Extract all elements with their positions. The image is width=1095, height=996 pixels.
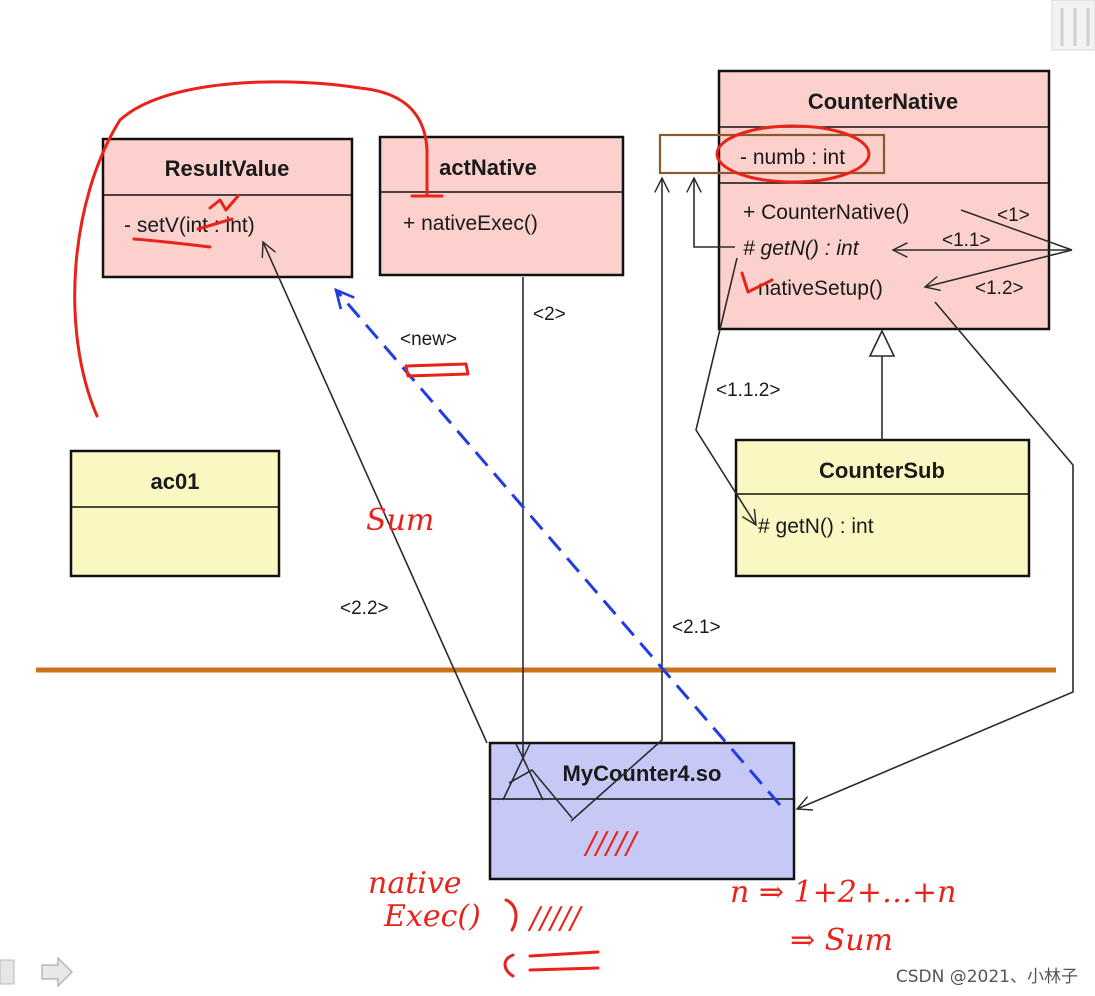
ink-bracket (503, 950, 600, 978)
ink-text-formula: n ⇒ 1+2+…+n (730, 875, 956, 910)
class-member: # getN() : int (758, 515, 874, 538)
label-1-1: <1.1> (942, 230, 991, 251)
dashed-dependency-arrow (336, 290, 782, 806)
label-2-1: <2.1> (672, 617, 721, 638)
ink-tick (208, 194, 240, 212)
class-method: + CounterNative() (743, 201, 909, 224)
ink-text-sum-2: ⇒ Sum (790, 923, 893, 958)
ink-annotations: Sum ///// native Exec() ///// n ⇒ 1+2+…+… (73, 80, 956, 978)
ink-text-exec: Exec() (383, 899, 481, 934)
class-act-native: actNative + nativeExec() (378, 135, 625, 277)
label-1-1-2: <1.1.2> (716, 380, 780, 401)
ink-curve (73, 80, 429, 418)
class-name: CounterNative (808, 89, 958, 114)
inheritance-arrow (868, 329, 896, 440)
class-name: MyCounter4.so (563, 761, 722, 786)
class-name: ResultValue (165, 156, 290, 181)
ink-strike (196, 217, 234, 231)
class-member: + nativeExec() (403, 212, 538, 235)
class-member: - setV(int : int) (124, 214, 255, 237)
class-attribute: - numb : int (740, 146, 845, 169)
label-2-2: <2.2> (340, 598, 389, 619)
corner-toolbar-icon (1051, 0, 1095, 51)
class-counter-sub: CounterSub # getN() : int (734, 438, 1031, 578)
nav-back-icon[interactable] (0, 959, 15, 985)
watermark-text: CSDN @2021、小林子 (896, 967, 1078, 987)
class-name: actNative (439, 155, 537, 180)
class-name: ac01 (151, 469, 200, 494)
class-my-counter: MyCounter4.so (488, 741, 796, 881)
ink-text-sum: Sum (366, 503, 434, 538)
class-name: CounterSub (819, 458, 945, 483)
ink-check (740, 271, 774, 294)
ink-slashes: ///// (583, 826, 639, 861)
connector-labels: <1> <1.1> <1.2> <1.1.2> <2> <new> <2.1> … (340, 205, 1030, 638)
label-2: <2> (533, 304, 566, 325)
class-method: nativeSetup() (758, 277, 883, 300)
ink-circle (715, 124, 871, 184)
class-counter-native: CounterNative - numb : int + CounterNati… (717, 69, 1051, 331)
ink-underline (132, 237, 212, 249)
attribute-highlight-box (658, 133, 886, 175)
nav-forward-icon[interactable] (41, 956, 74, 988)
label-1: <1> (997, 205, 1030, 226)
label-1-2: <1.2> (975, 278, 1024, 299)
class-ac01: ac01 (69, 449, 281, 578)
ink-brace (504, 898, 518, 932)
ink-underline-new (404, 362, 470, 378)
label-new: <new> (400, 329, 457, 350)
ink-slashes-2: ///// (527, 901, 583, 936)
class-method: # getN() : int (743, 237, 860, 260)
ink-text-native: native (368, 866, 462, 901)
